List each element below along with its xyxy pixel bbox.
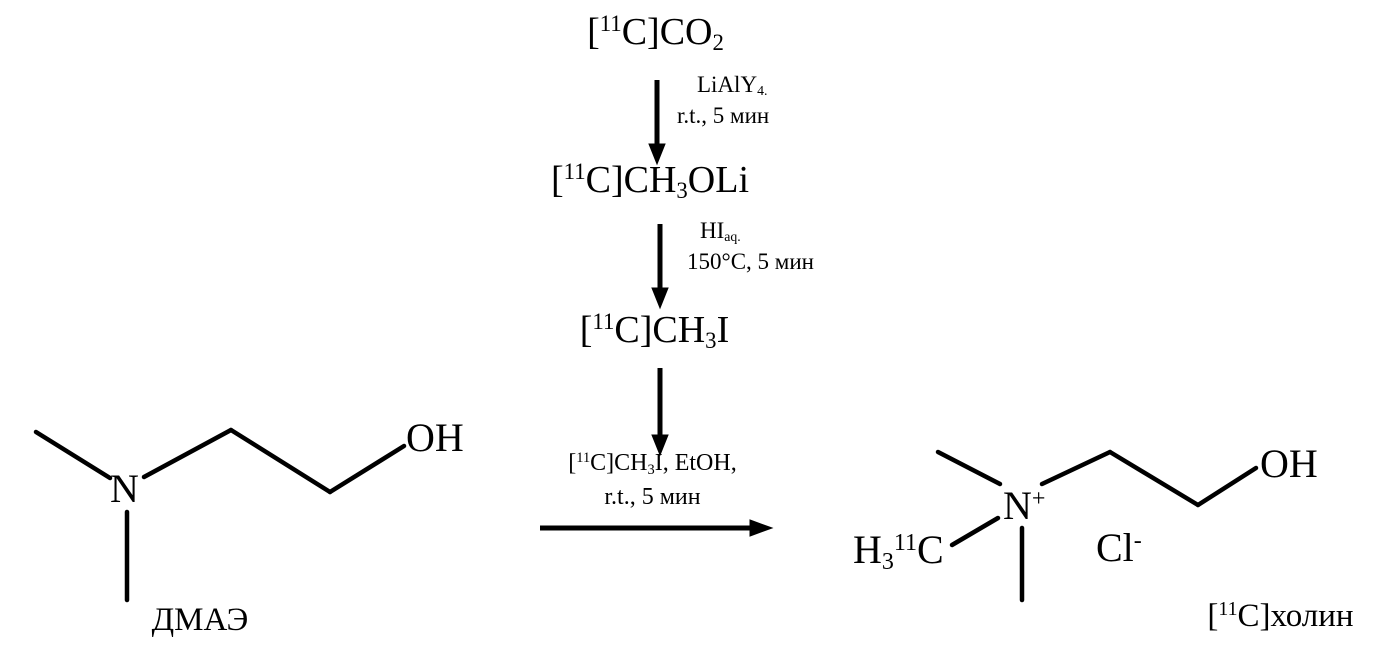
formula-segment: Cl: [1096, 525, 1134, 570]
formula-segment: [: [568, 450, 577, 476]
formula-segment: C]CH: [590, 450, 648, 476]
step2-conditions-label: 150°C, 5 мин: [687, 249, 814, 274]
choline-skeleton-bonds: [935, 449, 1259, 603]
formula-segment: 3: [676, 177, 688, 203]
formula-segment: 4.: [757, 83, 768, 99]
choline-name-label: [11C]холин: [1168, 598, 1393, 634]
choline-ammonium-nitrogen-atom: N+: [1003, 484, 1045, 528]
formula-segment: I, EtOH,: [654, 450, 737, 476]
compound-c11-ch3oli: [11C]CH3OLi: [520, 159, 780, 203]
formula-segment: HI: [700, 218, 725, 243]
choline-chloride-counterion: Cl-: [1096, 526, 1142, 570]
formula-segment: C: [917, 527, 944, 572]
formula-segment: 3: [881, 549, 894, 575]
formula-segment: C]CO: [621, 11, 713, 53]
dmae-hydroxyl-group: OH: [406, 415, 464, 460]
formula-segment: C]холин: [1237, 598, 1354, 634]
formula-segment: 11: [1218, 598, 1238, 621]
formula-segment: 11: [599, 11, 622, 37]
formula-segment: C]CH: [585, 159, 677, 201]
formula-segment: 11: [563, 159, 586, 185]
formula-segment: 2: [712, 29, 724, 55]
formula-segment: H: [853, 527, 882, 572]
formula-segment: aq.: [724, 229, 741, 245]
arrow-right-reaction-icon: [540, 519, 774, 537]
step1-reagent-label: LiAlY4.: [697, 72, 768, 99]
formula-segment: C]CH: [614, 309, 706, 351]
formula-segment: OLi: [687, 159, 750, 201]
formula-segment: LiAlY: [697, 72, 758, 97]
step1-conditions-label: r.t., 5 мин: [677, 103, 770, 128]
arrow-down-step2-icon: [651, 224, 669, 310]
step2-reagent-label: HIaq.: [700, 218, 741, 245]
formula-segment: N: [1003, 483, 1032, 528]
formula-segment: [: [579, 309, 593, 351]
dmae-nitrogen-atom: N: [110, 466, 139, 511]
formula-segment: [: [1207, 598, 1219, 634]
formula-segment: 3: [647, 461, 655, 478]
formula-segment: I: [716, 309, 730, 351]
dmae-name-label: ДМАЭ: [151, 602, 249, 638]
arrow-down-step3-icon: [651, 368, 669, 457]
step3-conditions-label: r.t., 5 мин: [604, 484, 701, 510]
formula-segment: [: [587, 11, 600, 53]
formula-segment: -: [1133, 527, 1142, 554]
formula-segment: 11: [893, 529, 917, 556]
compound-c11-ch3i: [11C]CH3I: [552, 309, 757, 353]
formula-segment: 3: [705, 327, 717, 353]
choline-labeled-methyl-group: H311C: [853, 527, 944, 576]
formula-segment: 11: [576, 450, 591, 467]
dmae-skeleton-bonds: [33, 427, 407, 603]
formula-segment: [: [550, 159, 564, 201]
arrow-down-step1-icon: [648, 80, 666, 166]
compound-c11-co2: [11C]CO2: [553, 11, 758, 55]
formula-segment: +: [1031, 485, 1046, 512]
step3-reagent-label: [11C]CH3I, EtOH,: [545, 450, 760, 478]
choline-hydroxyl-group: OH: [1260, 441, 1318, 486]
formula-segment: 11: [592, 309, 615, 335]
